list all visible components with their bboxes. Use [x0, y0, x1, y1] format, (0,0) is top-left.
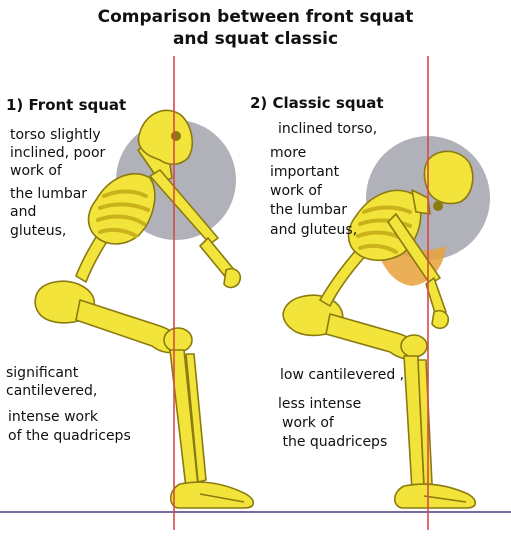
classic-squat-leg-note-a1: low cantilevered ,	[280, 367, 405, 383]
classic-squat-skeleton	[282, 136, 490, 509]
front-squat-heading: 1) Front squat	[6, 96, 127, 114]
classic-squat-torso-note-5: the lumbar	[270, 202, 348, 218]
front-squat-torso-note-6: gluteus,	[10, 223, 67, 239]
front-squat-torso-note-2: inclined, poor	[10, 145, 106, 161]
front-squat-torso-note-3: work of	[10, 163, 62, 179]
diagram-title-line-1: Comparison between front squat	[97, 7, 414, 27]
classic-squat-leg-note-b3: the quadriceps	[278, 434, 388, 450]
classic-squat-leg-note-b1: less intense	[278, 396, 362, 412]
front-squat-torso-note-1: torso slightly	[10, 127, 101, 143]
front-squat-torso-note-4: the lumbar	[10, 186, 88, 202]
classic-squat-torso-note-2: more	[270, 145, 307, 161]
front-squat-skeleton	[34, 109, 255, 509]
classic-squat-torso-note-1: inclined torso,	[278, 121, 378, 137]
classic-squat-torso-note-6: and gluteus,	[270, 222, 358, 238]
front-squat-leg-note-b1: intense work	[8, 409, 98, 425]
front-squat-leg-note-a1: significant	[6, 365, 79, 381]
front-squat-torso-note-5: and	[10, 204, 37, 220]
front-squat-leg-note-a2: cantilevered,	[6, 383, 98, 399]
front-squat-leg-note-b2: of the quadriceps	[8, 428, 131, 444]
classic-squat-torso-note-3: important	[270, 164, 340, 180]
diagram-title-line-2: and squat classic	[172, 29, 339, 49]
classic-squat-leg-note-b2: work of	[282, 415, 334, 431]
classic-squat-heading: 2) Classic squat	[250, 94, 384, 112]
classic-squat-torso-note-4: work of	[270, 183, 322, 199]
